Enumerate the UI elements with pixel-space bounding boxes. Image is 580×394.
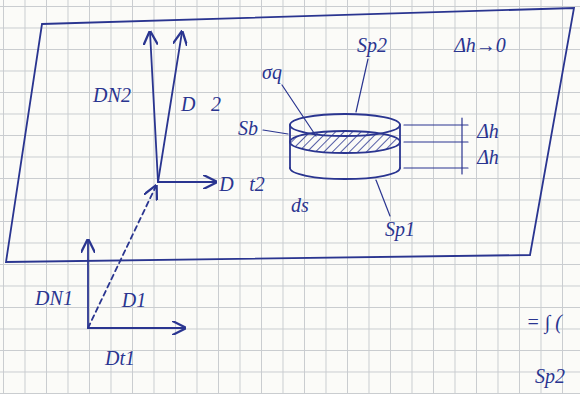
charge-label: σq (260, 61, 284, 83)
vector-label: DN2 (91, 84, 133, 106)
formula-fragment: Sp2 (533, 365, 567, 387)
surface-label: Sp2 (355, 34, 389, 56)
leader-line (282, 85, 316, 136)
hatched-cross-section (290, 131, 400, 153)
top-surface (290, 114, 400, 136)
tangential-vector-1 (88, 327, 185, 329)
extension-line (404, 167, 468, 168)
extension-line (404, 141, 468, 142)
tangential-vector-2 (158, 181, 216, 183)
dimension-label: Δh (475, 120, 501, 142)
surface-label: Sp1 (383, 218, 417, 240)
side-surface (399, 125, 401, 168)
boundary-plane (6, 8, 574, 262)
vector-label: D⃗2 (179, 93, 223, 115)
bottom-surface (290, 168, 400, 179)
surface-label: Sb (236, 117, 260, 139)
surface-label: ds (289, 194, 311, 216)
vector-label: DN1 (33, 287, 75, 309)
leader-line (376, 180, 390, 216)
dimension-label: Δh (475, 146, 501, 168)
normal-vector-2 (150, 32, 158, 182)
extension-line (404, 124, 468, 125)
normal-vector-1 (87, 240, 89, 328)
dimension-line (461, 118, 462, 174)
vector-label: D⃗t2 (217, 173, 267, 195)
vector-label: Dt1 (103, 347, 137, 369)
leader-line (356, 59, 368, 112)
side-surface (289, 125, 291, 168)
leader-line (263, 130, 288, 134)
vector-label: D1 (120, 289, 148, 311)
formula-fragment: = ∫ ( (524, 311, 564, 333)
limit-note: Δh→0 (452, 34, 508, 56)
vector-d2 (158, 32, 182, 182)
vector-d1 (88, 186, 156, 328)
